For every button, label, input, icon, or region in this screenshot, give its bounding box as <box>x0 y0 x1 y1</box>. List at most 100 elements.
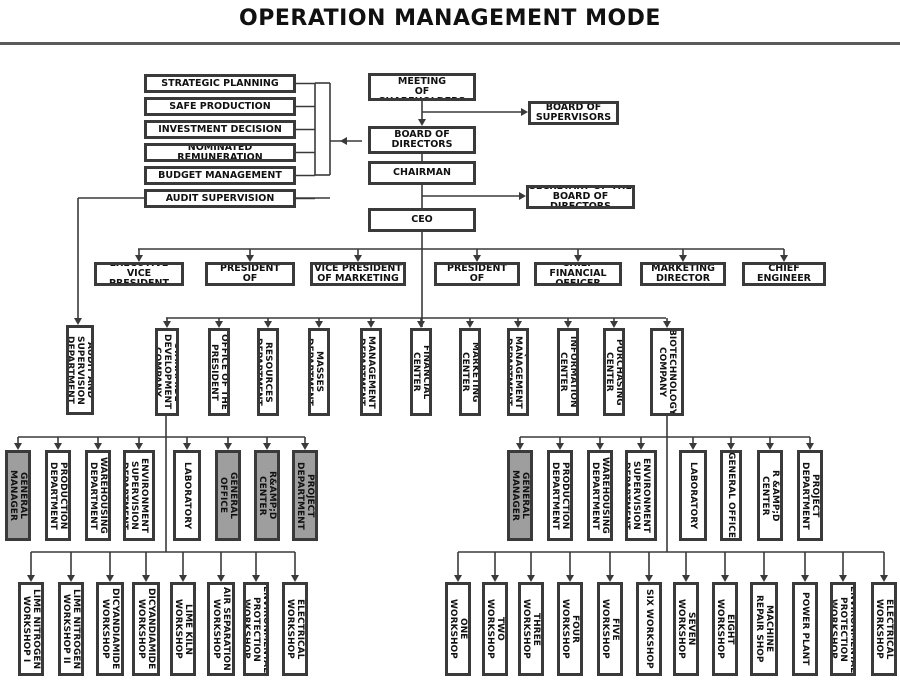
arrowhead-138 <box>839 575 847 582</box>
box-rw-six: SIX WORKSHOP <box>636 582 662 676</box>
box-label-l-laboratory: LABORATORY <box>182 461 192 530</box>
box-label-audit-supervision: AUDIT SUPERVISION <box>165 192 275 204</box>
arrowhead-58 <box>564 321 572 328</box>
arrowhead-124 <box>566 575 574 582</box>
arrowhead-15 <box>74 318 82 325</box>
box-remuneration: NOMINATED REMUNERATION <box>144 143 296 162</box>
arrowhead-140 <box>880 575 888 582</box>
box-ceo: CEO <box>368 208 476 232</box>
arrowhead-94 <box>727 443 735 450</box>
box-label-rw-power: POWER PLANT <box>800 592 810 666</box>
arrowhead-68 <box>54 443 62 450</box>
box-r-general-office: GENERAL OFFICE <box>720 450 742 541</box>
arrowhead-48 <box>315 321 323 328</box>
arrowhead-84 <box>516 443 524 450</box>
arrowhead-44 <box>215 321 223 328</box>
arrowhead-107 <box>142 575 150 582</box>
arrowhead-86 <box>556 443 564 450</box>
arrowhead-31 <box>354 255 362 262</box>
arrowhead-76 <box>224 443 232 450</box>
arrowhead-98 <box>806 443 814 450</box>
arrowhead-54 <box>466 321 474 328</box>
arrowhead-37 <box>679 255 687 262</box>
arrowhead-90 <box>637 443 645 450</box>
arrowhead-78 <box>263 443 271 450</box>
arrowhead-113 <box>252 575 260 582</box>
box-budget: BUDGET MANAGEMENT <box>144 166 296 185</box>
box-label-r-laboratory: LABORATORY <box>688 461 698 530</box>
box-audit-supervision: AUDIT SUPERVISION <box>144 189 296 208</box>
arrowhead-115 <box>291 575 299 582</box>
box-label-chairman: CHAIRMAN <box>393 167 451 178</box>
box-label-safe-production: SAFE PRODUCTION <box>169 100 271 112</box>
arrowhead-62 <box>663 321 671 328</box>
arrowhead-27 <box>135 255 143 262</box>
box-label-ceo: CEO <box>411 214 433 225</box>
arrowhead-120 <box>491 575 499 582</box>
arrowhead-52 <box>417 321 425 328</box>
box-label-rw-six: SIX WORKSHOP <box>644 589 654 669</box>
title-rule <box>0 42 900 45</box>
arrowhead-66 <box>14 443 22 450</box>
arrowhead-74 <box>183 443 191 450</box>
arrowhead-105 <box>106 575 114 582</box>
arrowhead-101 <box>27 575 35 582</box>
arrowhead-88 <box>596 443 604 450</box>
arrowhead-46 <box>264 321 272 328</box>
